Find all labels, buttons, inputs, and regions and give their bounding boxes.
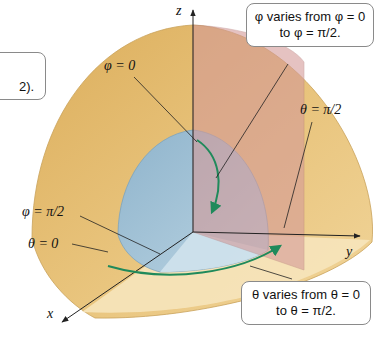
- angle-label: φ = 0: [104, 58, 135, 74]
- x-axis: [62, 232, 193, 322]
- leader-line: [216, 64, 288, 178]
- callout-text: 2).: [19, 79, 41, 95]
- leader-line: [250, 266, 292, 279]
- angle-label: θ = 0: [28, 236, 58, 252]
- leader-line: [134, 77, 197, 142]
- z-axis: [193, 10, 194, 232]
- axis-label: y: [346, 244, 352, 260]
- axis-label: z: [176, 3, 181, 19]
- callout-box: θ varies from θ = 0 to θ = π/2.: [241, 281, 371, 325]
- angle-label: φ = π/2: [22, 204, 64, 220]
- phi-arrow: [197, 140, 219, 212]
- callout-box: φ varies from φ = 0 to φ = π/2.: [246, 3, 374, 47]
- angle-label: θ = π/2: [300, 102, 341, 118]
- leader-line: [72, 244, 108, 252]
- callout-text: φ varies from φ = 0 to φ = π/2.: [253, 9, 367, 41]
- axis-label: x: [47, 306, 53, 322]
- callout-text: θ varies from θ = 0 to θ = π/2.: [248, 287, 364, 319]
- y-axis: [193, 232, 360, 236]
- outer-sphere-octant: [32, 25, 373, 318]
- equation-box: 2).: [0, 52, 46, 100]
- leader-lines: [72, 64, 312, 279]
- leader-line: [284, 122, 312, 228]
- theta-arrow: [108, 246, 280, 275]
